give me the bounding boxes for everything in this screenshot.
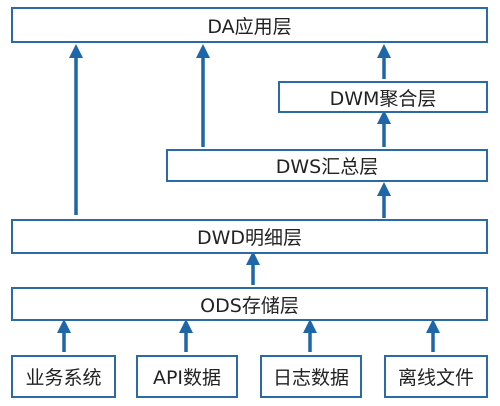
source-business-system: 业务系统 — [11, 355, 116, 398]
source-log-data: 日志数据 — [260, 355, 362, 398]
source-business-label: 业务系统 — [25, 367, 102, 389]
source-api-label: API数据 — [152, 367, 222, 389]
source-api-data: API数据 — [136, 355, 238, 398]
ods-layer-label: ODS存储层 — [200, 294, 299, 317]
dws-summary-layer: DWS汇总层 — [166, 149, 488, 182]
source-logs-label: 日志数据 — [272, 367, 349, 389]
da-application-layer: DA应用层 — [11, 7, 488, 43]
source-offline-label: 离线文件 — [397, 367, 474, 389]
dwd-layer-label: DWD明细层 — [196, 227, 303, 249]
dwd-detail-layer: DWD明细层 — [11, 219, 488, 254]
dws-layer-label: DWS汇总层 — [275, 156, 379, 178]
dwm-layer-label: DWM聚合层 — [329, 87, 437, 110]
ods-storage-layer: ODS存储层 — [11, 287, 488, 321]
dwm-aggregation-layer: DWM聚合层 — [278, 81, 488, 113]
da-layer-label: DA应用层 — [207, 15, 292, 38]
source-offline-files: 离线文件 — [384, 355, 488, 398]
